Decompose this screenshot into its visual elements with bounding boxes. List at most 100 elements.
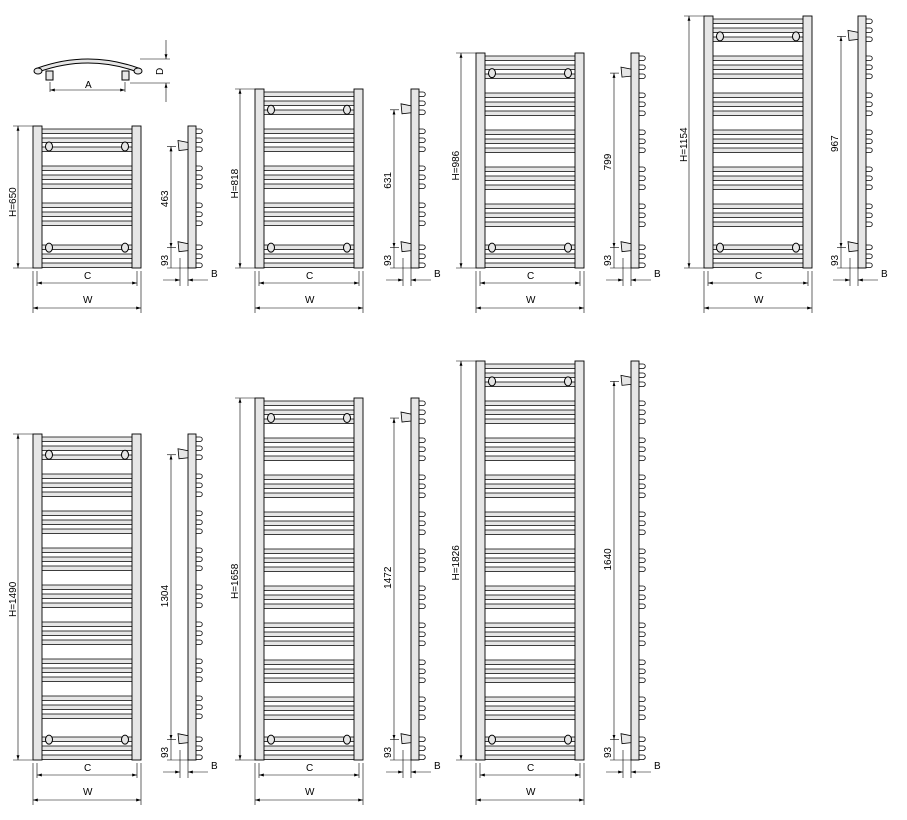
height-label: H=1490 xyxy=(8,581,19,617)
towel-bar xyxy=(482,529,578,535)
towel-bar xyxy=(261,244,357,250)
towel-bar xyxy=(39,473,135,479)
label-b: B xyxy=(434,269,441,280)
towel-bar xyxy=(710,55,806,61)
bar-profile xyxy=(196,639,203,645)
bar-profile xyxy=(196,454,203,460)
bar-profile xyxy=(419,262,426,268)
bar-profile xyxy=(639,754,646,760)
height-label: H=1154 xyxy=(679,127,690,162)
towel-bar xyxy=(710,73,806,79)
towel-bar xyxy=(39,137,135,143)
valve xyxy=(620,66,632,78)
lower-offset-label: 93 xyxy=(603,254,614,266)
lower-offset-label: 93 xyxy=(160,746,171,758)
bar-profile xyxy=(419,594,426,600)
bar-profile xyxy=(196,253,203,259)
bar-profile xyxy=(419,736,426,742)
towel-bar xyxy=(261,696,357,702)
towel-bar xyxy=(261,220,357,226)
bar-profile xyxy=(196,630,203,636)
towel-bar xyxy=(261,483,357,489)
connection-right xyxy=(121,449,129,460)
connection-label: 1640 xyxy=(603,548,614,571)
bar-profile xyxy=(866,73,873,79)
left-collector xyxy=(32,125,43,269)
towel-bar xyxy=(261,202,357,208)
valve xyxy=(177,241,189,253)
top-view-end-cap-left xyxy=(33,67,43,75)
bar-profile xyxy=(639,166,646,172)
bar-profile xyxy=(419,754,426,760)
connection-left xyxy=(45,449,53,460)
right-collector xyxy=(131,433,142,761)
towel-bar xyxy=(261,745,357,751)
towel-bar xyxy=(482,262,578,268)
towel-bar xyxy=(39,630,135,636)
towel-bar xyxy=(261,529,357,535)
towel-bar xyxy=(710,110,806,116)
bar-profile xyxy=(639,262,646,268)
towel-bar xyxy=(710,129,806,135)
connection-left xyxy=(716,31,724,42)
label-d: D xyxy=(155,68,166,75)
bar-profile xyxy=(419,437,426,443)
bar-profile xyxy=(639,184,646,190)
bar-profile xyxy=(419,483,426,489)
bar-profile xyxy=(639,446,646,452)
connection-left xyxy=(45,242,53,253)
connection-label: 799 xyxy=(603,153,614,170)
bar-profile xyxy=(196,602,203,608)
bar-profile xyxy=(866,244,873,250)
bar-profile xyxy=(419,183,426,189)
bar-profile xyxy=(419,631,426,637)
bar-profile xyxy=(196,519,203,525)
towel-bar xyxy=(261,253,357,259)
towel-bar xyxy=(39,754,135,760)
bar-profile xyxy=(639,594,646,600)
top-view-valve-left xyxy=(45,70,54,81)
label-b: B xyxy=(654,269,661,280)
side-collector xyxy=(187,433,197,761)
towel-bar xyxy=(482,175,578,181)
connection-right xyxy=(121,141,129,152)
bar-profile xyxy=(639,483,646,489)
bar-profile xyxy=(639,745,646,751)
top-view-valve-right xyxy=(121,70,130,81)
bar-profile xyxy=(196,220,203,226)
lower-offset-label: 93 xyxy=(603,746,614,758)
towel-bar xyxy=(710,36,806,42)
towel-bar xyxy=(482,101,578,107)
towel-bar xyxy=(710,262,806,268)
height-label: H=650 xyxy=(8,187,19,217)
bar-profile xyxy=(196,146,203,152)
towel-bar xyxy=(482,622,578,628)
left-collector xyxy=(703,15,714,269)
label-b: B xyxy=(654,761,661,772)
label-c: C xyxy=(527,271,534,282)
side-collector xyxy=(187,125,197,269)
bar-profile xyxy=(639,73,646,79)
label-c: C xyxy=(84,763,91,774)
bar-profile xyxy=(419,91,426,97)
bar-profile xyxy=(639,92,646,98)
towel-bar xyxy=(39,621,135,627)
bar-profile xyxy=(639,409,646,415)
lower-offset-label: 93 xyxy=(160,254,171,266)
towel-bar xyxy=(261,520,357,526)
side-collector xyxy=(410,88,420,269)
left-collector xyxy=(475,52,486,269)
towel-bar xyxy=(39,695,135,701)
connection-label: 463 xyxy=(160,190,171,207)
towel-bar xyxy=(482,418,578,424)
connection-right xyxy=(564,376,572,387)
right-collector xyxy=(574,360,585,761)
valve xyxy=(400,241,412,253)
label-w: W xyxy=(526,295,536,306)
